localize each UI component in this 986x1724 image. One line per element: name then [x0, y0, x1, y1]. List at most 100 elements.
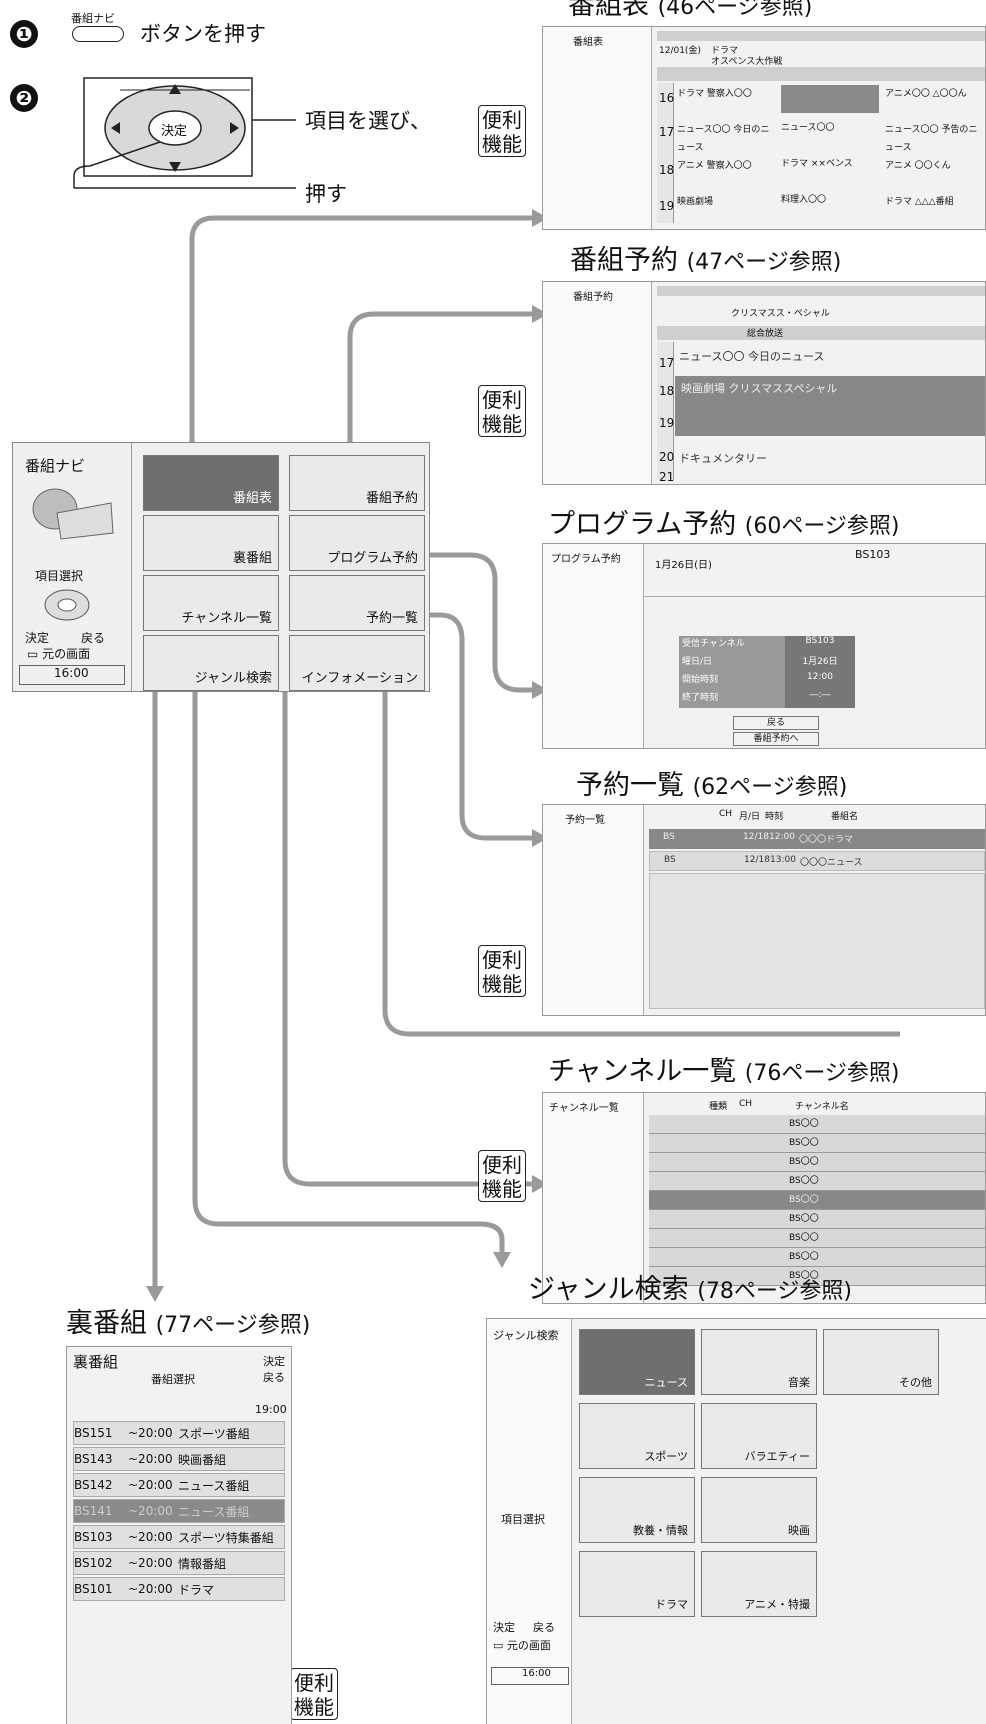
list-col-header: 時刻: [765, 812, 784, 822]
genre-original-text: 元の画面: [506, 1639, 551, 1652]
reserve-hour: 18: [659, 384, 675, 398]
program-ref: (60ページ参照): [744, 514, 900, 539]
genre-tile-movie[interactable]: 映画: [701, 1477, 817, 1543]
reserve-row[interactable]: ドキュメンタリー: [679, 452, 767, 465]
channel-row[interactable]: BS〇〇: [649, 1153, 985, 1172]
tile-ura[interactable]: 裏番組: [143, 515, 279, 571]
genre-status-bar: 16:00: [491, 1667, 569, 1685]
program-field-label: 開始時刻: [679, 672, 785, 690]
list-title-text: 予約一覧: [576, 770, 684, 801]
guide-program-cell[interactable]: ドラマ ××ベンス: [781, 159, 853, 169]
ura-endtime: ~20:00: [128, 1530, 173, 1544]
genre-tile-other[interactable]: その他: [823, 1329, 939, 1395]
list-col-header: 月/日: [739, 812, 761, 822]
list-row[interactable]: BS 12/18 13:00 〇〇〇ニュース: [649, 851, 985, 871]
guide-program-cell[interactable]: アニメ 〇〇くん: [885, 161, 951, 171]
reserve-hour: 20: [659, 450, 675, 464]
guide-selected-cell[interactable]: [781, 85, 879, 113]
reserve-channel-head: 総合放送: [747, 329, 784, 339]
channel-row[interactable]: BS〇〇: [649, 1267, 985, 1286]
program-field-value: 1月26日: [785, 654, 855, 672]
reserve-selected-row[interactable]: 映画劇場 クリスマススペシャル: [675, 376, 985, 436]
guide-program-cell[interactable]: ニュース〇〇: [781, 123, 835, 133]
ura-name: 情報番組: [178, 1556, 227, 1571]
program-reserve-button[interactable]: 番組予約へ: [733, 732, 819, 746]
guide-program-cell[interactable]: アニメ〇〇 △〇〇ん: [885, 89, 967, 99]
tile-list[interactable]: 予約一覧: [289, 575, 425, 631]
tile-info[interactable]: インフォメーション: [289, 635, 425, 691]
list-ref: (62ページ参照): [692, 775, 848, 800]
program-field-label: 終了時刻: [679, 690, 785, 708]
list-cell: 12/18: [743, 832, 769, 842]
list-cell: 12:00: [769, 832, 795, 842]
reserve-row[interactable]: ニュース〇〇 今日のニュース: [679, 350, 825, 363]
guide-col2: ニュース〇〇 ドラマ ××ベンス 料理入〇〇: [781, 119, 877, 227]
tile-reserve[interactable]: 番組予約: [289, 455, 425, 511]
genre-tile-music[interactable]: 音楽: [701, 1329, 817, 1395]
tile-program[interactable]: プログラム予約: [289, 515, 425, 571]
program-field[interactable]: 終了時刻―:―: [679, 690, 855, 708]
guide-hour: 18: [659, 163, 675, 177]
ura-endtime: ~20:00: [128, 1478, 173, 1492]
channel-row[interactable]: BS〇〇: [649, 1248, 985, 1267]
genre-select-label: 項目選択: [501, 1513, 545, 1526]
genre-tile-anime[interactable]: アニメ・特撮: [701, 1551, 817, 1617]
channel-rows: BS〇〇 BS〇〇 BS〇〇 BS〇〇 BS〇〇 BS〇〇 BS〇〇 BS〇〇 …: [649, 1115, 985, 1286]
guide-program-cell[interactable]: 料理入〇〇: [781, 195, 827, 205]
guide-program-cell[interactable]: ニュース〇〇 予告のニュース: [885, 125, 978, 153]
program-divider: [643, 596, 985, 597]
tile-genre[interactable]: ジャンル検索: [143, 635, 279, 691]
channel-row[interactable]: BS〇〇: [649, 1134, 985, 1153]
channel-screen: チャンネル一覧 種類 CH チャンネル名 BS〇〇 BS〇〇 BS〇〇 BS〇〇…: [542, 1092, 986, 1304]
list-cell: BS: [663, 832, 675, 842]
program-field-value: 12:00: [785, 672, 855, 690]
benri-badge-ura: 便利機能: [290, 1668, 338, 1720]
tile-channel[interactable]: チャンネル一覧: [143, 575, 279, 631]
section-program-title: プログラム予約 (60ページ参照): [548, 511, 900, 538]
guide-program-cell[interactable]: ドラマ △△△番組: [885, 197, 954, 207]
bangumi-navi-button-icon: [72, 26, 124, 42]
ura-ref: (77ページ参照): [155, 1313, 311, 1338]
channel-col-header: 種類: [709, 1102, 728, 1112]
ura-endtime: ~20:00: [128, 1556, 173, 1570]
tile-guide[interactable]: 番組表: [143, 455, 279, 511]
channel-row[interactable]: BS〇〇: [649, 1172, 985, 1191]
channel-row-selected[interactable]: BS〇〇: [649, 1191, 985, 1210]
guide-program-cell[interactable]: 映画劇場: [677, 197, 714, 207]
menu-clock: 16:00: [54, 666, 89, 680]
guide-program-cell[interactable]: ドラマ 警察入〇〇: [677, 89, 752, 99]
guide-program-cell[interactable]: アニメ 警察入〇〇: [677, 161, 752, 171]
ura-name: ニュース番組: [178, 1504, 250, 1519]
guide-screen-header: 番組表: [573, 37, 603, 48]
reserve-hour: 19: [659, 416, 675, 430]
list-left-panel: 予約一覧: [543, 805, 644, 1015]
program-back-button[interactable]: 戻る: [733, 716, 819, 730]
channel-row[interactable]: BS〇〇: [649, 1210, 985, 1229]
list-row-selected[interactable]: BS 12/18 12:00 〇〇〇ドラマ: [649, 829, 985, 849]
genre-tile-education[interactable]: 教養・情報: [579, 1477, 695, 1543]
genre-tile-sports[interactable]: スポーツ: [579, 1403, 695, 1469]
genre-tile-variety[interactable]: バラエティー: [701, 1403, 817, 1469]
genre-tile-drama[interactable]: ドラマ: [579, 1551, 695, 1617]
channel-row[interactable]: BS〇〇: [649, 1115, 985, 1134]
ura-name: スポーツ特集番組: [178, 1530, 274, 1545]
section-ura-title: 裏番組 (77ページ参照): [66, 1310, 310, 1337]
reserve-ref: (47ページ参照): [686, 250, 842, 275]
back-label: 戻る: [81, 631, 106, 645]
ura-endtime: ~20:00: [128, 1426, 173, 1440]
channel-row[interactable]: BS〇〇: [649, 1229, 985, 1248]
program-title-text: プログラム予約: [548, 509, 737, 540]
guide-program-cell[interactable]: ニュース〇〇 今日のニュース: [677, 125, 770, 153]
channel-ref: (76ページ参照): [744, 1061, 900, 1086]
genre-tile-news[interactable]: ニュース: [579, 1329, 695, 1395]
